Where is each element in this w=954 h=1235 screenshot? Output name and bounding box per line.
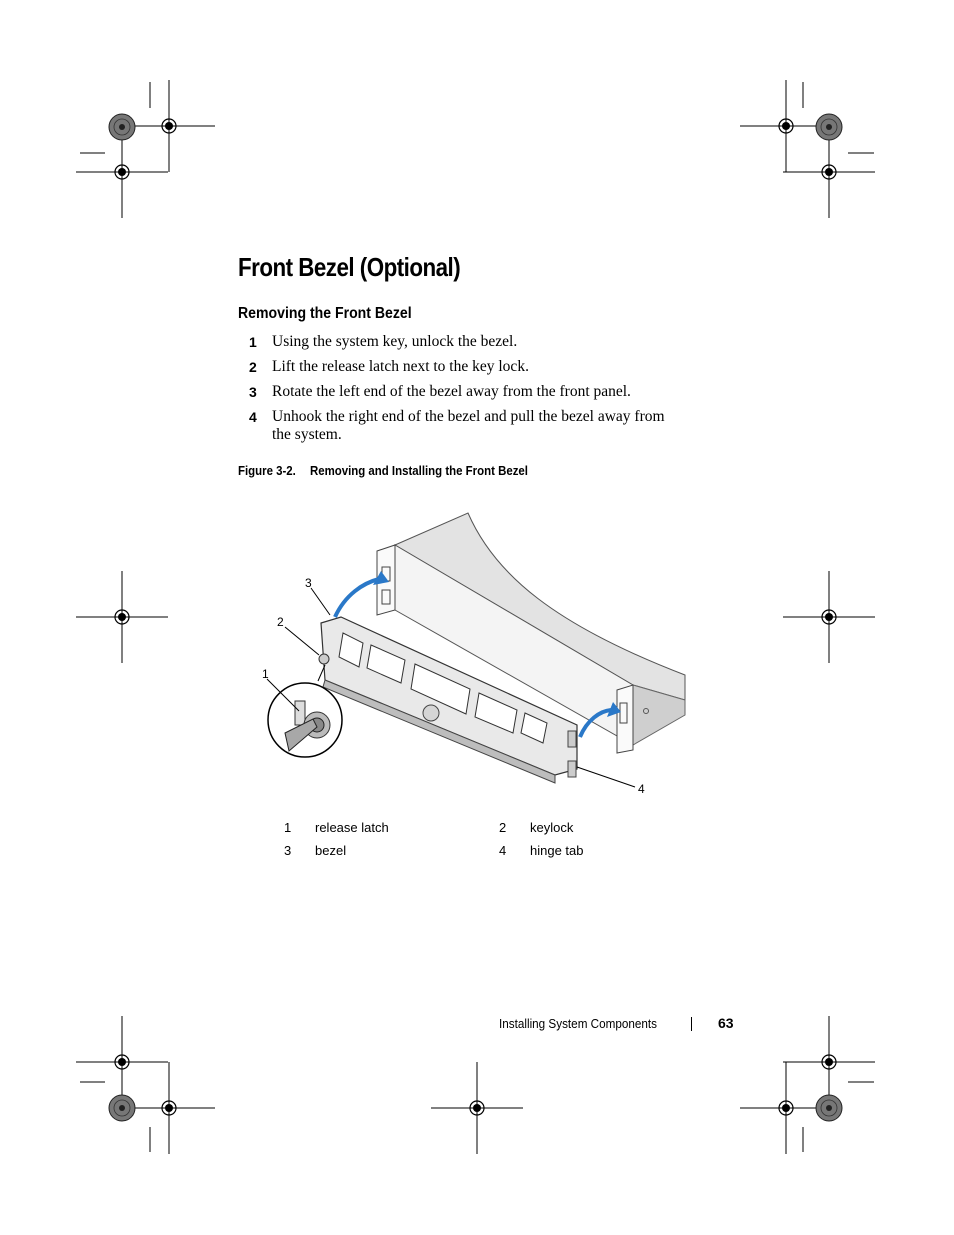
step-text: Using the system key, unlock the bezel. [272,333,518,350]
step-number: 1 [249,334,257,350]
footer-section-title: Installing System Components [499,1016,658,1031]
step-number: 4 [249,409,257,425]
figure-caption: Figure 3-2. Removing and Installing the F… [238,463,528,478]
legend-row: 3 bezel 4 hinge tab [280,839,710,862]
figure-legend: 1 release latch 2 keylock 3 bezel 4 hing… [280,816,710,862]
step-item: 4 Unhook the right end of the bezel and … [238,408,678,444]
legend-number: 2 [499,820,507,835]
legend-number: 3 [284,843,292,858]
step-number: 3 [249,384,257,400]
step-text: Unhook the right end of the bezel and pu… [272,408,665,443]
step-item: 1 Using the system key, unlock the bezel… [238,333,678,351]
step-number: 2 [249,359,257,375]
figure-title: Removing and Installing the Front Bezel [309,463,528,478]
callout-2: 2 [277,615,284,629]
page-number: 63 [718,1015,734,1031]
legend-number: 4 [499,843,507,858]
legend-label: hinge tab [530,843,584,858]
step-item: 3 Rotate the left end of the bezel away … [238,383,678,401]
footer-divider [691,1017,692,1031]
callout-4: 4 [638,782,645,796]
page-title: Front Bezel (Optional) [238,252,461,282]
legend-label: release latch [315,820,389,835]
step-text: Lift the release latch next to the key l… [272,358,529,375]
figure-label: Figure 3-2. [238,463,296,478]
step-item: 2 Lift the release latch next to the key… [238,358,678,376]
legend-label: keylock [530,820,574,835]
bezel-illustration: 3 2 1 4 [262,512,686,796]
step-text: Rotate the left end of the bezel away fr… [272,383,631,400]
legend-label: bezel [315,843,347,858]
section-heading: Removing the Front Bezel [238,305,412,322]
callout-1: 1 [262,667,269,681]
callout-3: 3 [305,576,312,590]
legend-row: 1 release latch 2 keylock [280,816,710,839]
legend-number: 1 [284,820,292,835]
procedure-steps: 1 Using the system key, unlock the bezel… [238,333,678,451]
